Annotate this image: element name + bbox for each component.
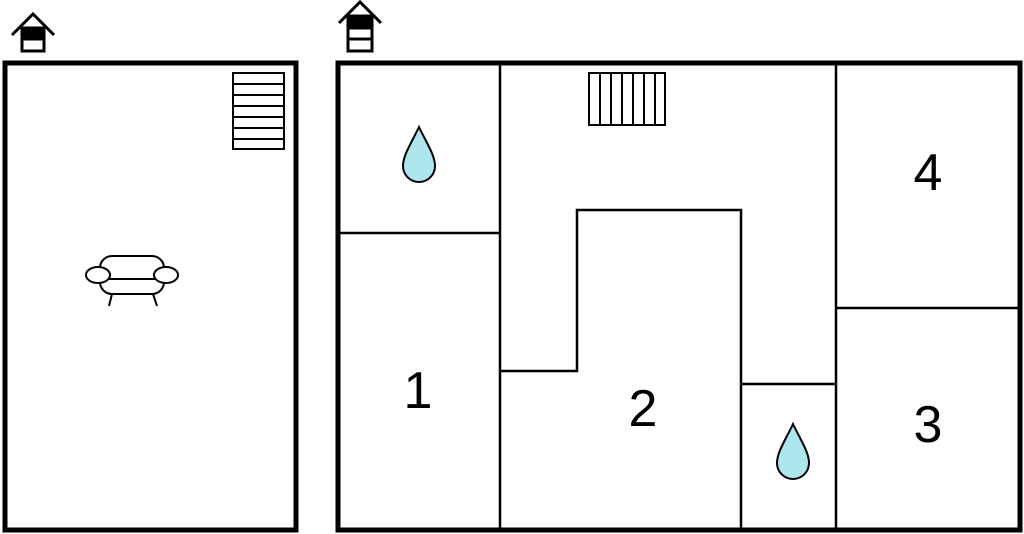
room-label-2: 2 — [629, 380, 658, 438]
water-drop-icon — [401, 124, 437, 183]
sofa-icon — [85, 255, 179, 307]
stairs-icon — [588, 72, 666, 126]
room-label-4: 4 — [914, 144, 943, 202]
ground-floor — [2, 60, 299, 533]
upper-floor-level-icon — [337, 0, 383, 53]
upper-floor — [335, 60, 1023, 533]
water-drop-icon — [775, 421, 811, 480]
interior-walls — [338, 63, 1020, 530]
room-label-3: 3 — [914, 396, 943, 454]
stairs-icon — [232, 72, 285, 150]
ground-floor-level-icon — [10, 11, 56, 53]
room-label-1: 1 — [404, 362, 433, 420]
